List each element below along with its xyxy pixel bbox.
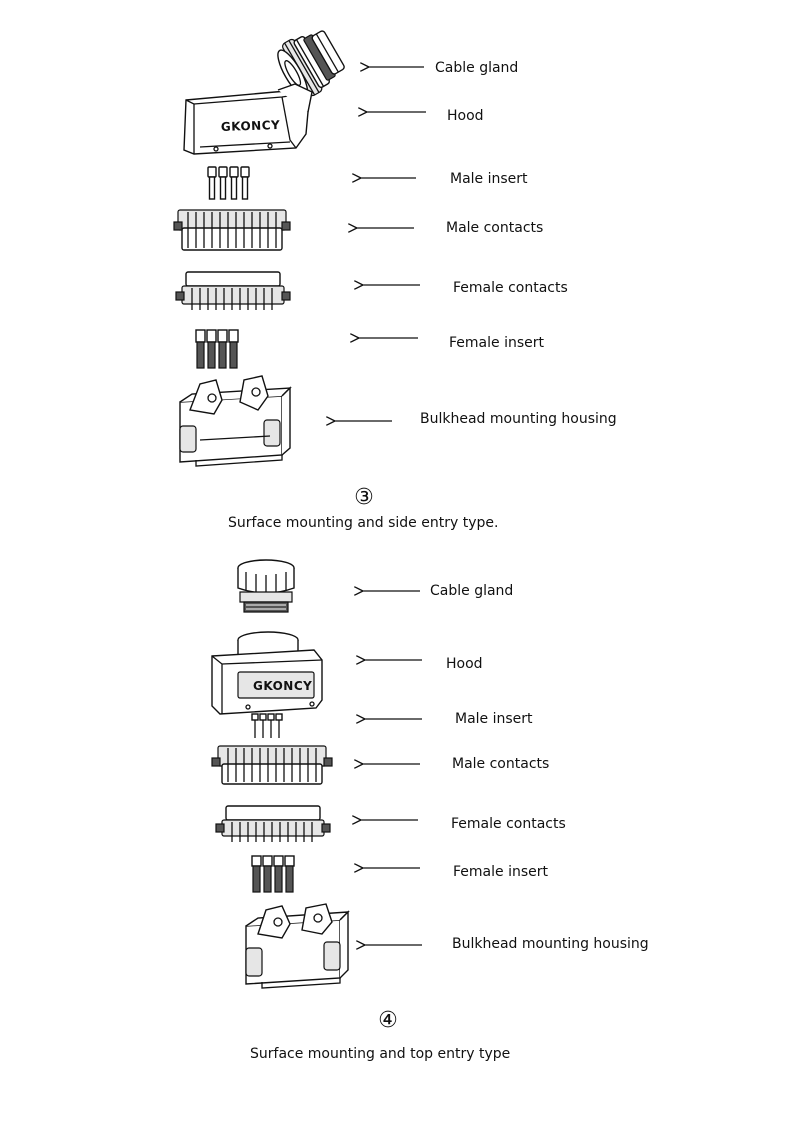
female-insert-3 (195, 329, 239, 369)
label-bulkhead-housing-3: Bulkhead mounting housing (420, 411, 617, 427)
female-insert-4 (251, 855, 295, 893)
hood-4-brand: GKONCY (253, 679, 312, 693)
label-cable-gland-3: Cable gland (435, 60, 518, 76)
male-insert-4 (251, 713, 283, 738)
label-cable-gland-4: Cable gland (430, 583, 513, 599)
bulkhead-housing-4 (245, 903, 350, 989)
label-hood-3: Hood (447, 108, 484, 124)
arrows-3 (334, 67, 426, 421)
label-female-insert-3: Female insert (449, 335, 544, 351)
female-contacts-4 (215, 805, 331, 842)
cable-gland-3 (277, 30, 345, 97)
hood-4: GKONCY (211, 631, 323, 715)
assembly-4: GKONCY (211, 559, 649, 1062)
male-contacts-3 (173, 209, 291, 251)
assembly-4-number: ④ (378, 1008, 398, 1033)
cable-gland-4 (237, 559, 295, 613)
label-male-contacts-4: Male contacts (452, 756, 549, 772)
male-insert-3 (207, 166, 250, 200)
assembly-3: GKONCY (173, 30, 617, 531)
label-male-insert-4: Male insert (455, 711, 533, 727)
label-bulkhead-housing-4: Bulkhead mounting housing (452, 936, 649, 952)
assembly-4-caption: Surface mounting and top entry type (250, 1046, 510, 1062)
label-hood-4: Hood (446, 656, 483, 672)
label-female-contacts-3: Female contacts (453, 280, 568, 296)
hood-3-brand: GKONCY (221, 118, 281, 134)
label-male-contacts-3: Male contacts (446, 220, 543, 236)
female-contacts-3 (175, 271, 291, 310)
assembly-3-number: ③ (354, 485, 374, 510)
bulkhead-housing-3 (179, 375, 292, 467)
label-female-insert-4: Female insert (453, 864, 548, 880)
label-male-insert-3: Male insert (450, 171, 528, 187)
male-contacts-4 (211, 745, 333, 785)
arrows-4 (360, 591, 422, 945)
label-female-contacts-4: Female contacts (451, 816, 566, 832)
assembly-3-caption: Surface mounting and side entry type. (228, 515, 498, 531)
hood-3: GKONCY (183, 83, 313, 155)
